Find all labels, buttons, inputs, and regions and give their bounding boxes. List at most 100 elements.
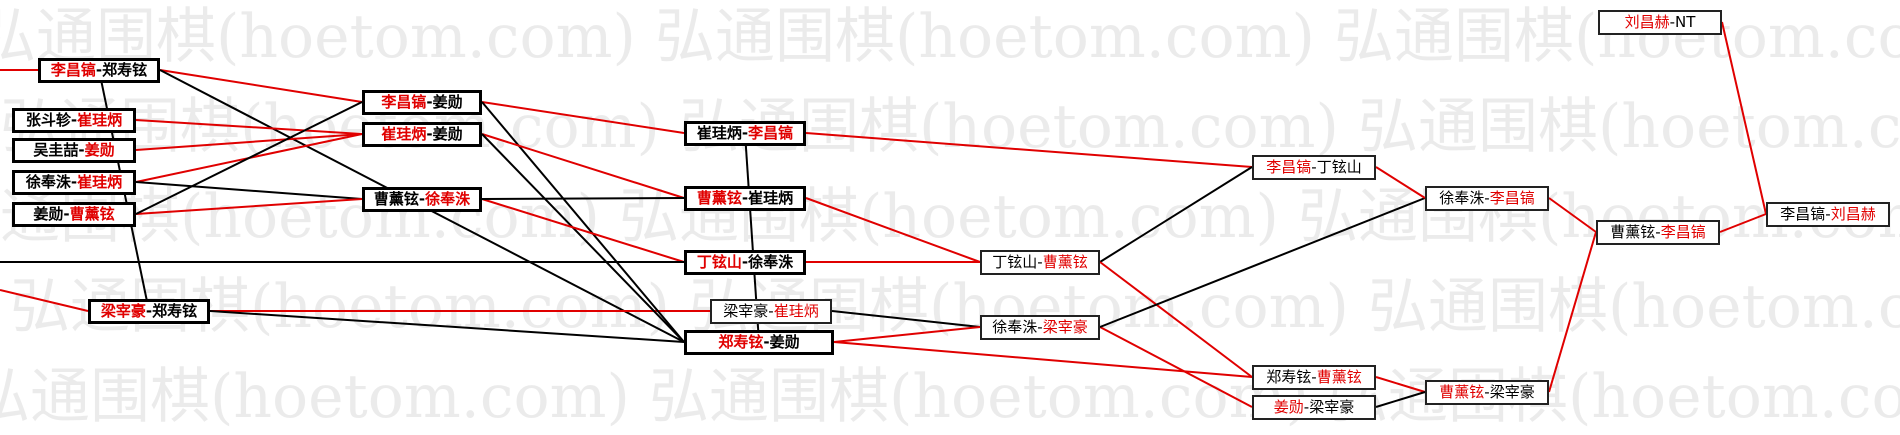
match-box-r5_3: 姜勋-梁宰豪	[1252, 395, 1376, 420]
player-name: 曹薰铉	[696, 189, 742, 207]
bracket-line-r6_2-r7_1	[1548, 231, 1597, 393]
player-name: 李昌镐	[1489, 189, 1535, 207]
bracket-line-r4_1-r5_2	[1099, 261, 1253, 378]
player-name: 李昌镐	[1660, 223, 1706, 241]
separator: -	[741, 124, 749, 142]
separator: -	[95, 61, 103, 79]
bracket-line-r4_1-r5_1	[1099, 166, 1253, 263]
bracket-line-r2_2-r3_5	[481, 133, 685, 343]
separator: -	[741, 189, 749, 207]
bracket-line-r2_1-r3_1	[481, 101, 685, 134]
bracket-line-r3_1-r5_1	[805, 132, 1253, 168]
match-box-r3_4: 梁宰豪-崔珪炳	[710, 299, 832, 324]
player-name: 曹薰铉	[1316, 368, 1362, 386]
player-name: 姜勋	[769, 333, 800, 351]
player-name: 崔珪炳	[748, 189, 794, 207]
player-name: 丁铉山	[1316, 158, 1362, 176]
player-name: 徐奉洙	[425, 190, 471, 208]
match-box-r3_5: 郑寿铉-姜勋	[684, 330, 834, 355]
separator: -	[1484, 189, 1490, 207]
bracket-line-r1_1-r2_1	[159, 69, 363, 103]
bracket-line-r2_2-r3_2	[481, 133, 685, 199]
player-name: 徐奉洙	[25, 173, 71, 191]
player-name: 崔珪炳	[696, 124, 742, 142]
bracket-line-r4_2-r5_3	[1099, 326, 1253, 408]
player-name: 曹薰铉	[1610, 223, 1656, 241]
player-name: 李昌镐	[50, 61, 96, 79]
player-name: 刘昌赫	[1830, 205, 1876, 223]
match-box-r3_1: 崔珪炳-李昌镐	[684, 121, 806, 146]
bracket-line-r1_3-r2_2	[135, 133, 363, 151]
bracket-line-r3_5-r4_2	[833, 326, 981, 343]
separator: -	[1484, 383, 1490, 401]
separator: -	[1303, 398, 1310, 416]
bracket-line-r3_2-r4_1	[805, 197, 981, 263]
player-name: 梁宰豪	[1042, 318, 1088, 336]
player-name: 郑寿铉	[1266, 368, 1312, 386]
match-box-r1_6: 梁宰豪-郑寿铉	[88, 299, 210, 324]
player-name: 吴圭喆	[33, 141, 79, 159]
bracket-line-r1_6-r3_5	[209, 310, 685, 343]
separator: -	[63, 205, 70, 223]
player-name: 张斗轸	[25, 111, 71, 129]
player-name: 刘昌赫	[1624, 13, 1670, 31]
match-box-r4_2: 徐奉洙-梁宰豪	[980, 315, 1100, 340]
match-box-r1_2: 张斗轸-崔珪炳	[12, 108, 136, 133]
player-name: 丁铉山	[992, 253, 1038, 271]
match-box-r3_3: 丁铉山-徐奉洙	[684, 250, 806, 275]
match-box-r2_2: 崔珪炳-姜勋	[362, 122, 482, 147]
match-box-r1_3: 吴圭喆-姜勋	[12, 138, 136, 163]
separator: -	[1311, 158, 1317, 176]
separator: -	[78, 141, 85, 159]
separator: -	[1669, 13, 1676, 31]
player-name: 徐奉洙	[992, 318, 1038, 336]
bracket-line-r1_4-r2_3	[135, 181, 363, 200]
player-name: 梁宰豪	[723, 302, 769, 320]
bracket-line-r2_3-r3_2	[481, 197, 685, 200]
player-name: 姜勋	[432, 93, 463, 111]
match-box-r4_1: 丁铉山-曹薰铉	[980, 250, 1100, 275]
player-name: 曹薰铉	[1439, 383, 1485, 401]
separator: -	[741, 253, 749, 271]
separator: -	[418, 190, 426, 208]
match-box-r1_1: 李昌镐-郑寿铉	[38, 58, 160, 83]
player-name: 徐奉洙	[1439, 189, 1485, 207]
separator: -	[70, 111, 78, 129]
separator: -	[70, 173, 78, 191]
player-name: 姜勋	[1273, 398, 1304, 416]
match-box-r1_5: 姜勋-曹薰铉	[12, 202, 136, 227]
separator: -	[1311, 368, 1317, 386]
player-name: 丁铉山	[696, 253, 742, 271]
separator: -	[1037, 318, 1043, 336]
bracket-line-r5_1-r6_1	[1375, 166, 1426, 199]
bracket-line-r5_2-r6_2	[1375, 376, 1426, 393]
separator: -	[768, 302, 774, 320]
player-name: 郑寿铉	[102, 61, 148, 79]
match-box-r6_1: 徐奉洙-李昌镐	[1425, 186, 1549, 211]
separator: -	[426, 125, 433, 143]
match-box-r2_1: 李昌镐-姜勋	[362, 90, 482, 115]
player-name: 崔珪炳	[381, 125, 427, 143]
match-box-r8_1: 李昌镐-刘昌赫	[1766, 202, 1890, 227]
bracket-line-r3_5-r5_2	[833, 341, 1253, 378]
separator: -	[145, 302, 153, 320]
player-name: 姜勋	[33, 205, 64, 223]
player-name: 梁宰豪	[1309, 398, 1355, 416]
player-name: NT	[1675, 13, 1696, 31]
bracket-line-r4_2-r6_1	[1099, 197, 1426, 328]
bracket-line-edge-2	[0, 289, 89, 312]
bracket-line-r6_1-r7_1	[1548, 197, 1597, 233]
match-box-r5_2: 郑寿铉-曹薰铉	[1252, 365, 1376, 390]
player-name: 李昌镐	[381, 93, 427, 111]
player-name: 梁宰豪	[100, 302, 146, 320]
player-name: 曹薰铉	[373, 190, 419, 208]
bracket-line-r8_0-r8_1	[1721, 21, 1767, 215]
separator: -	[1655, 223, 1661, 241]
bracket-line-r2_1-r3_5	[481, 101, 685, 343]
player-name: 姜勋	[84, 141, 115, 159]
bracket-line-r3_4-r4_2	[831, 310, 981, 328]
player-name: 李昌镐	[1780, 205, 1826, 223]
player-name: 梁宰豪	[1489, 383, 1535, 401]
match-box-r3_2: 曹薰铉-崔珪炳	[684, 186, 806, 211]
